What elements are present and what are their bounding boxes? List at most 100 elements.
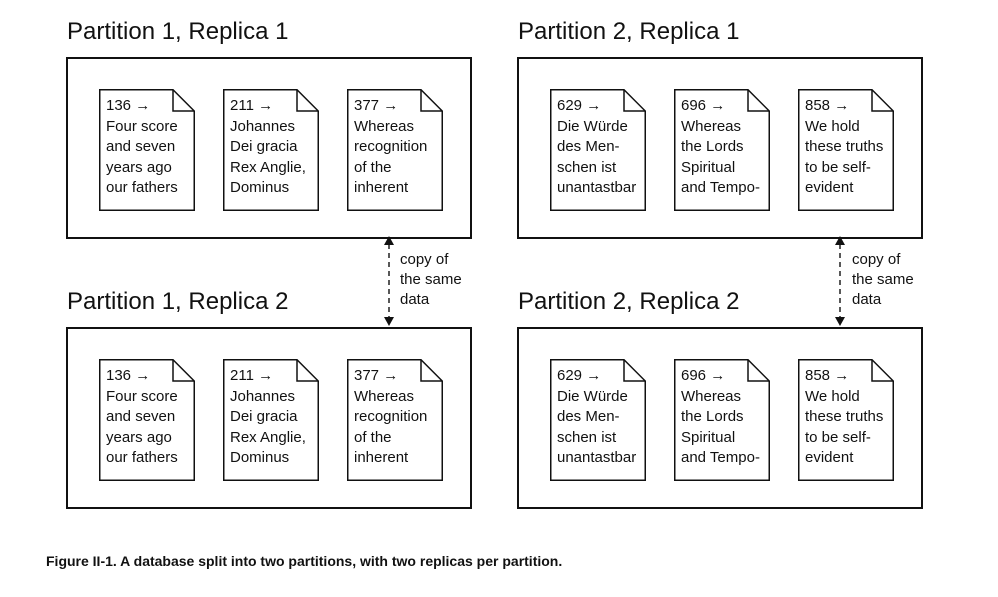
document-value-line: evident: [805, 449, 854, 466]
partition-2-replica-2-box: 629 → Die Würde des Men-schen ist unantastb…: [517, 327, 923, 509]
copy-label-line: the same: [400, 271, 462, 288]
document-value-line: We hold: [805, 117, 860, 135]
document-value-line: and Tempo-: [681, 449, 760, 466]
document-icon: [798, 359, 894, 481]
document-value-line: Spiritual: [681, 158, 736, 176]
document-icon: [798, 89, 894, 211]
partition-2-replica-1-title: Partition 2, Replica 1: [518, 18, 740, 45]
document-text: 629 → Die Würde des Men-schen ist unantastb…: [557, 366, 643, 469]
copy-label-line: copy of: [400, 251, 449, 268]
document-value-line: Whereas: [354, 117, 415, 135]
document-value-line: these truths: [805, 138, 884, 155]
document-value-line: recognition: [354, 408, 428, 425]
document-value-line: and seven: [106, 408, 176, 425]
document-value-line: of the: [354, 158, 392, 176]
document-value-line: Dominus: [230, 179, 290, 196]
document-value-line: Dominus: [230, 449, 290, 466]
document-key: 629 →: [557, 97, 602, 114]
document-icon: [223, 359, 319, 481]
document-text: 858 → We hold these truths to be self-evide…: [805, 366, 891, 469]
document-value-line: unantastbar: [557, 449, 637, 466]
document-record: 858 → We hold these truths to be self-evide…: [798, 359, 894, 481]
copy-label-line: data: [852, 291, 882, 308]
partition-2-replica-1-box: 629 → Die Würde des Men-schen ist unantastb…: [517, 57, 923, 239]
document-key: 858 →: [805, 97, 850, 114]
document-value-line: Die Würde: [557, 117, 628, 135]
document-key: 136 →: [106, 367, 151, 384]
document-value-line: Spiritual: [681, 428, 736, 446]
document-value-line: to be self-: [805, 428, 871, 446]
document-value-line: inherent: [354, 179, 409, 196]
document-value-line: des Men-: [557, 408, 620, 425]
document-value-line: to be self-: [805, 158, 871, 176]
document-value-line: years ago: [106, 158, 172, 176]
copy-arrow: [383, 236, 395, 326]
copy-label-line: data: [400, 291, 430, 308]
document-icon: [223, 89, 319, 211]
document-icon: [99, 89, 195, 211]
document-value-line: the Lords: [681, 408, 744, 425]
document-value-line: these truths: [805, 408, 884, 425]
copy-label: copy of the same data: [852, 250, 914, 310]
document-key: 696 →: [681, 367, 726, 384]
document-key: 136 →: [106, 97, 151, 114]
document-value-line: Whereas: [681, 117, 742, 135]
document-icon: [674, 89, 770, 211]
document-icon: [99, 359, 195, 481]
document-key: 696 →: [681, 97, 726, 114]
document-value-line: We hold: [805, 387, 860, 405]
figure-caption: Figure II-1. A database split into two p…: [46, 553, 563, 569]
document-icon: [550, 359, 646, 481]
partition-1-replica-2-title: Partition 1, Replica 2: [67, 288, 289, 315]
document-value-line: recognition: [354, 138, 428, 155]
document-value-line: and seven: [106, 138, 176, 155]
document-value-line: Rex Anglie,: [230, 428, 306, 446]
document-value-line: Dei gracia: [230, 138, 298, 155]
document-icon: [550, 89, 646, 211]
document-value-line: Johannes: [230, 387, 296, 405]
document-value-line: and Tempo-: [681, 179, 760, 196]
document-value-line: schen ist: [557, 158, 617, 176]
document-value-line: of the: [354, 428, 392, 446]
document-icon: [347, 359, 443, 481]
document-value-line: schen ist: [557, 428, 617, 446]
document-value-line: des Men-: [557, 138, 620, 155]
partition-2-replica-2-title: Partition 2, Replica 2: [518, 288, 740, 315]
document-value-line: years ago: [106, 428, 172, 446]
document-key: 629 →: [557, 367, 602, 384]
document-icon: [347, 89, 443, 211]
document-key: 211 →: [230, 97, 274, 114]
copy-label-line: the same: [852, 271, 914, 288]
document-record: 377 → Whereas recognition of the inherent: [347, 89, 443, 211]
document-value-line: Whereas: [681, 387, 742, 405]
document-value-line: inherent: [354, 449, 409, 466]
document-value-line: the Lords: [681, 138, 744, 155]
document-icon: [674, 359, 770, 481]
document-value-line: unantastbar: [557, 179, 637, 196]
document-key: 211 →: [230, 367, 274, 384]
document-value-line: Die Würde: [557, 387, 628, 405]
document-key: 858 →: [805, 367, 850, 384]
document-value-line: Four score: [106, 117, 178, 135]
copy-label-line: copy of: [852, 251, 901, 268]
document-value-line: Four score: [106, 387, 178, 405]
document-key: 377 →: [354, 97, 399, 114]
document-key: 377 →: [354, 367, 399, 384]
copy-label: copy of the same data: [400, 250, 462, 310]
document-record: 629 → Die Würde des Men-schen ist unantastb…: [550, 89, 646, 211]
